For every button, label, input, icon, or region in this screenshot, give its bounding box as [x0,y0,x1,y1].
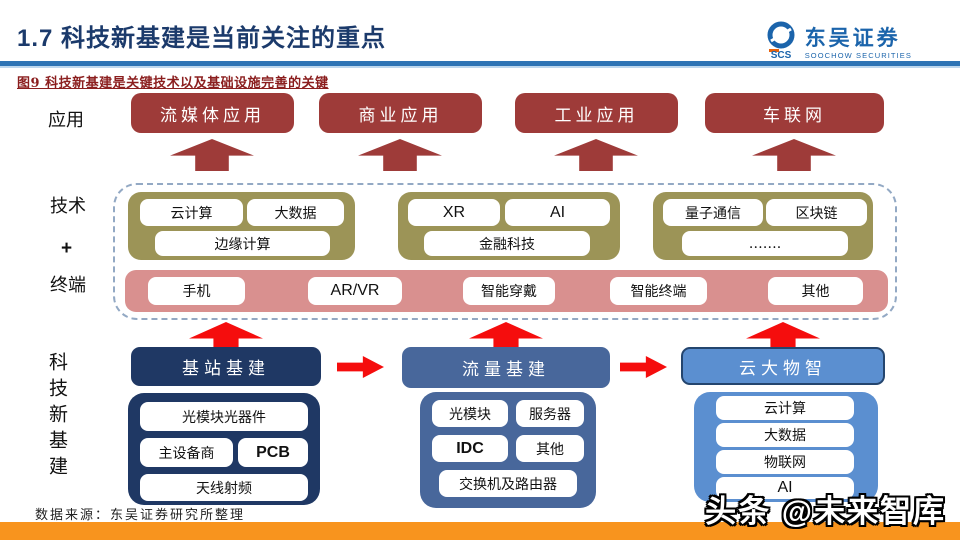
label-terminal: 终端 [50,275,86,296]
tech-group: XR AI 金融科技 [398,192,620,260]
terminal-bar: 手机 AR/VR 智能穿戴 智能终端 其他 [125,270,888,312]
tech-item: 云计算 [140,199,243,226]
watermark: 头条 @未来智库 [705,494,946,529]
label-tech-infra-vertical: 科技新基建 [46,352,68,482]
infra-item: 物联网 [716,450,854,474]
title-rule [0,61,960,68]
page-title: 1.7 科技新基建是当前关注的重点 [17,25,387,52]
label-plus: + [61,238,73,259]
figure-caption: 图9 科技新基建是关键技术以及基础设施完善的关键 [17,76,329,91]
app-box-industrial: 工业应用 [515,93,678,133]
infra-container-traffic: 光模块 服务器 IDC 其他 交换机及路由器 [420,392,596,508]
infra-item: 服务器 [516,400,584,427]
up-arrow-icon [752,139,836,171]
tech-item: 区块链 [766,199,867,226]
right-arrow-icon [337,356,384,378]
soochow-logo-icon: SCS [763,20,799,67]
terminal-item: 手机 [148,277,245,305]
tech-group: 云计算 大数据 边缘计算 [128,192,355,260]
up-arrow-icon [469,322,543,347]
logo-name: 东吴证券 [804,26,901,50]
up-arrow-icon [746,322,820,347]
infra-container-base-station: 光模块光器件 主设备商 PCB 天线射频 [128,393,320,505]
infra-item: 主设备商 [140,438,233,467]
infra-item: AI [716,477,854,499]
soochow-logo: SCS 东吴证券 SOOCHOW SECURITIES [763,20,912,67]
infra-header-base-station: 基站基建 [131,347,321,386]
tech-item: 金融科技 [424,231,590,256]
infra-header-cloud: 云大物智 [681,347,885,385]
logo-icon-text: SCS [770,50,791,61]
terminal-item: 智能穿戴 [463,277,555,305]
infra-item: 光模块 [432,400,508,427]
terminal-item: 智能终端 [610,277,707,305]
bottom-bar [0,522,960,540]
up-arrow-icon [170,139,254,171]
infra-item: 大数据 [716,423,854,447]
tech-item: 大数据 [247,199,344,226]
infra-container-cloud: 云计算 大数据 物联网 AI [694,392,878,502]
right-arrow-icon [620,356,667,378]
tech-item: XR [408,199,500,226]
up-arrow-icon [189,322,263,347]
tech-terminal-container [113,183,897,320]
infra-item: 交换机及路由器 [439,470,577,497]
tech-group: 量子通信 区块链 ……. [653,192,873,260]
label-application: 应用 [48,110,84,131]
label-technology: 技术 [50,196,86,217]
up-arrow-icon [554,139,638,171]
tech-item: ……. [682,231,848,256]
infra-item: 天线射频 [140,474,308,501]
tech-item: 边缘计算 [155,231,330,256]
infra-item: 光模块光器件 [140,402,308,431]
app-box-streaming: 流媒体应用 [131,93,294,133]
tech-item: 量子通信 [663,199,763,226]
up-arrow-icon [358,139,442,171]
infra-header-traffic: 流量基建 [402,347,610,388]
terminal-item: 其他 [768,277,863,305]
app-box-business: 商业应用 [319,93,482,133]
infra-item: 其他 [516,435,584,462]
tech-item: AI [505,199,610,226]
terminal-item: AR/VR [308,277,402,305]
app-box-vehicle-network: 车联网 [705,93,884,133]
infra-item: IDC [432,435,508,462]
logo-subtitle: SOOCHOW SECURITIES [804,50,912,60]
infra-item: 云计算 [716,396,854,420]
infra-item: PCB [238,438,308,467]
data-source: 数据来源：东吴证券研究所整理 [35,508,246,523]
